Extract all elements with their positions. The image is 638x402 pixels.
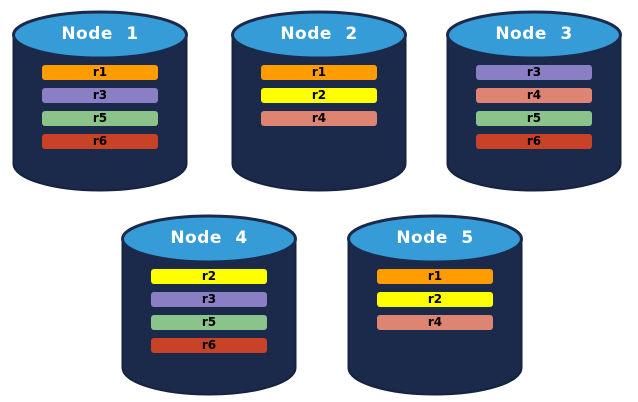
replica-bar-r2: r2	[377, 292, 493, 307]
db-node: Node 2 r1 r2 r4	[231, 8, 407, 192]
db-node: Node 1 r1 r3 r5 r6	[12, 8, 188, 192]
replica-bar-r1: r1	[377, 269, 493, 284]
replica-bar-r1: r1	[261, 65, 377, 80]
node-label: Node 3	[495, 24, 573, 44]
replica-bar-r5: r5	[476, 111, 592, 126]
replica-bar-r4: r4	[377, 315, 493, 330]
replica-list: r3 r4 r5 r6	[476, 65, 592, 157]
db-node: Node 3 r3 r4 r5 r6	[446, 8, 622, 192]
replica-list: r2 r3 r5 r6	[151, 269, 267, 361]
replica-bar-r1: r1	[42, 65, 158, 80]
replica-bar-r2: r2	[151, 269, 267, 284]
replica-list: r1 r3 r5 r6	[42, 65, 158, 157]
node-label: Node 5	[396, 228, 474, 248]
replica-bar-r2: r2	[261, 88, 377, 103]
replica-bar-r3: r3	[151, 292, 267, 307]
replica-bar-r6: r6	[42, 134, 158, 149]
replica-list: r1 r2 r4	[377, 269, 493, 338]
db-node: Node 4 r2 r3 r5 r6	[121, 212, 297, 396]
replica-bar-r4: r4	[261, 111, 377, 126]
node-label: Node 1	[61, 24, 139, 44]
node-label: Node 2	[280, 24, 358, 44]
replica-bar-r6: r6	[476, 134, 592, 149]
node-label: Node 4	[170, 228, 248, 248]
replica-bar-r6: r6	[151, 338, 267, 353]
db-node: Node 5 r1 r2 r4	[347, 212, 523, 396]
replica-bar-r3: r3	[42, 88, 158, 103]
replica-bar-r5: r5	[42, 111, 158, 126]
replica-bar-r3: r3	[476, 65, 592, 80]
replica-bar-r4: r4	[476, 88, 592, 103]
replica-bar-r5: r5	[151, 315, 267, 330]
replica-list: r1 r2 r4	[261, 65, 377, 134]
